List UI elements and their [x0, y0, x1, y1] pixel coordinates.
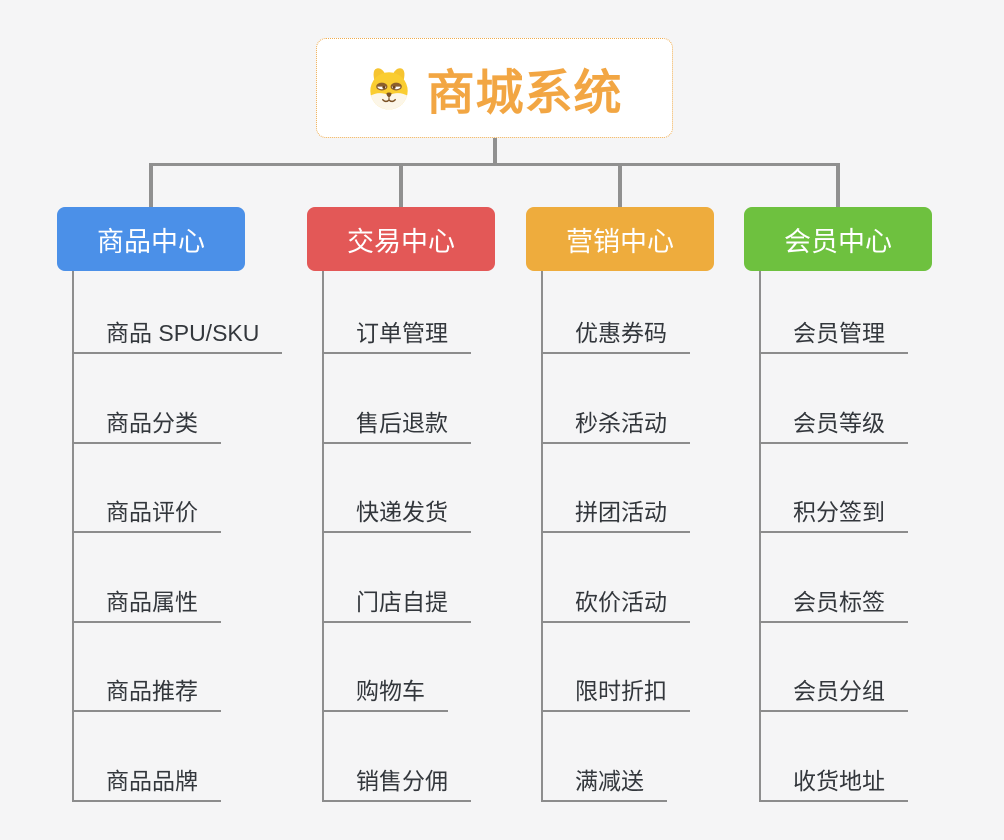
leaf-topic[interactable]: 订单管理	[322, 318, 471, 354]
leaf-topic[interactable]: 会员分组	[759, 676, 908, 712]
leaf-topic[interactable]: 会员等级	[759, 408, 908, 444]
connector-bus	[149, 163, 840, 166]
branch-connector-line	[759, 271, 761, 802]
leaf-topic[interactable]: 优惠券码	[541, 318, 690, 354]
leaf-topic[interactable]: 购物车	[322, 676, 448, 712]
leaf-topic[interactable]: 秒杀活动	[541, 408, 690, 444]
branch-header[interactable]: 营销中心	[526, 207, 714, 271]
leaf-topic[interactable]: 积分签到	[759, 497, 908, 533]
connector-drop	[836, 163, 840, 207]
root-node[interactable]: 商城系统	[316, 38, 673, 138]
connector-drop	[618, 163, 622, 207]
leaf-topic[interactable]: 会员管理	[759, 318, 908, 354]
leaf-topic[interactable]: 商品推荐	[72, 676, 221, 712]
leaf-topic[interactable]: 砍价活动	[541, 587, 690, 623]
leaf-topic[interactable]: 商品评价	[72, 497, 221, 533]
connector-drop	[149, 163, 153, 207]
leaf-topic[interactable]: 商品 SPU/SKU	[72, 318, 283, 354]
branch-connector-line	[322, 271, 324, 802]
branch-header[interactable]: 会员中心	[744, 207, 932, 271]
leaf-topic[interactable]: 限时折扣	[541, 676, 690, 712]
leaf-topic[interactable]: 商品分类	[72, 408, 221, 444]
connector-drop	[399, 163, 403, 207]
branch-header[interactable]: 商品中心	[57, 207, 245, 271]
leaf-topic[interactable]: 满减送	[541, 766, 667, 802]
leaf-topic[interactable]: 会员标签	[759, 587, 908, 623]
root-title: 商城系统	[426, 67, 623, 120]
branch-connector-line	[72, 271, 74, 802]
leaf-topic[interactable]: 销售分佣	[322, 766, 471, 802]
leaf-topic[interactable]: 门店自提	[322, 587, 471, 623]
leaf-topic[interactable]: 快递发货	[322, 497, 471, 533]
leaf-topic[interactable]: 商品品牌	[72, 766, 221, 802]
leaf-topic[interactable]: 售后退款	[322, 408, 471, 444]
leaf-topic[interactable]: 商品属性	[72, 587, 221, 623]
branch-header[interactable]: 交易中心	[307, 207, 495, 271]
leaf-topic[interactable]: 收货地址	[759, 766, 908, 802]
connector-root-stub	[493, 138, 497, 166]
branch-connector-line	[541, 271, 543, 802]
shiba-dog-icon	[370, 68, 409, 110]
leaf-topic[interactable]: 拼团活动	[541, 497, 690, 533]
